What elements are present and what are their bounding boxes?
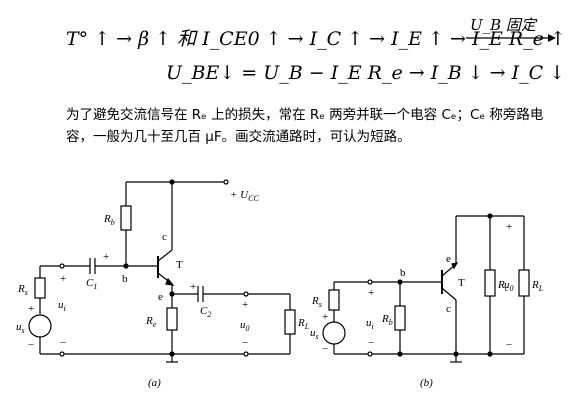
transistor-label-b: T — [458, 277, 465, 289]
us-plus-a: + — [28, 303, 34, 315]
c2-label-a: C2 — [200, 305, 211, 319]
source-us-b — [322, 321, 346, 345]
ui-label-b: ui — [366, 317, 374, 331]
resistor-re-a — [166, 307, 178, 331]
uo-minus-b: − — [506, 339, 512, 351]
re-label-a: Re — [145, 315, 157, 329]
caption-b: (b) — [420, 377, 433, 389]
us-plus-b: + — [322, 311, 328, 323]
ui-minus-b: − — [368, 337, 374, 349]
vcc-label-a: + UCC — [230, 189, 259, 203]
uo-label-b: u0 — [504, 279, 514, 293]
ui-label-a: ui — [58, 299, 66, 313]
rb-label-b: Rb — [381, 313, 393, 327]
bypass-capacitor-paragraph: 为了避免交流信号在 Rₑ 上的损失，常在 Rₑ 两旁并联一个电容 Cₑ；Cₑ 称… — [66, 107, 544, 145]
uo-label-a: u0 — [240, 319, 250, 333]
rs-label-a: Rs — [17, 283, 28, 297]
ui-plus-a: + — [60, 273, 66, 285]
c1-plus-a: + — [103, 251, 109, 263]
source-us-a — [28, 314, 52, 338]
uo-plus-a: + — [242, 299, 248, 311]
equation-feedback-chain: U_BE↓ = U_B − I_E R_e → I_B ↓ → I_C ↓ — [166, 62, 566, 84]
node-b-label-a: b — [122, 273, 128, 285]
node-e-label-a: e — [158, 291, 163, 303]
us-label-b: us — [310, 327, 319, 341]
equation-temperature-chain: T° ↑ → β ↑ 和 I_CE0 ↑ → I_C ↑ → I_E ↑ → I… — [66, 28, 566, 50]
resistor-rc-b — [484, 269, 496, 297]
node-e-label-b: e — [446, 253, 451, 265]
equation-arrow-label: U_B 固定 — [470, 16, 536, 34]
uo-plus-b: + — [506, 221, 512, 233]
resistor-rl-a — [284, 309, 296, 335]
circuit-b — [322, 213, 530, 363]
ui-minus-a: − — [60, 337, 66, 349]
rl-label-b: RL — [531, 279, 544, 293]
rs-label-b: Rs — [311, 295, 322, 309]
resistor-rb-b — [394, 305, 406, 331]
ui-plus-b: + — [368, 287, 374, 299]
transistor-label-a: T — [176, 259, 183, 271]
circuit-a — [28, 179, 296, 363]
node-c-label-a: c — [162, 231, 167, 243]
node-b-label-b: b — [400, 267, 406, 279]
us-label-a: us — [16, 321, 25, 335]
resistor-rb-a — [120, 205, 132, 231]
resistor-rl-b — [518, 269, 530, 297]
circuit-b-labels: b e c T Rs Rb Rc RL ui + − us + − u0 + −… — [310, 221, 544, 389]
us-minus-a: − — [28, 339, 34, 351]
resistor-rs-b — [328, 289, 340, 311]
node-c-label-b: c — [446, 303, 451, 315]
rb-label-a: Rb — [103, 213, 115, 227]
rc-label-b: Rc — [497, 279, 509, 293]
equation-long-arrow — [466, 34, 556, 42]
resistor-rs-a — [34, 277, 46, 299]
us-minus-b: − — [322, 343, 328, 355]
uo-minus-a: − — [242, 337, 248, 349]
c1-label-a: C1 — [86, 277, 97, 291]
caption-a: (a) — [148, 377, 161, 389]
c2-plus-a: + — [190, 281, 196, 293]
circuit-a-labels: + UCC Rb c b e T C1 + C2 + Re RL Rs ui +… — [16, 189, 310, 389]
rl-label-a: RL — [297, 317, 310, 331]
